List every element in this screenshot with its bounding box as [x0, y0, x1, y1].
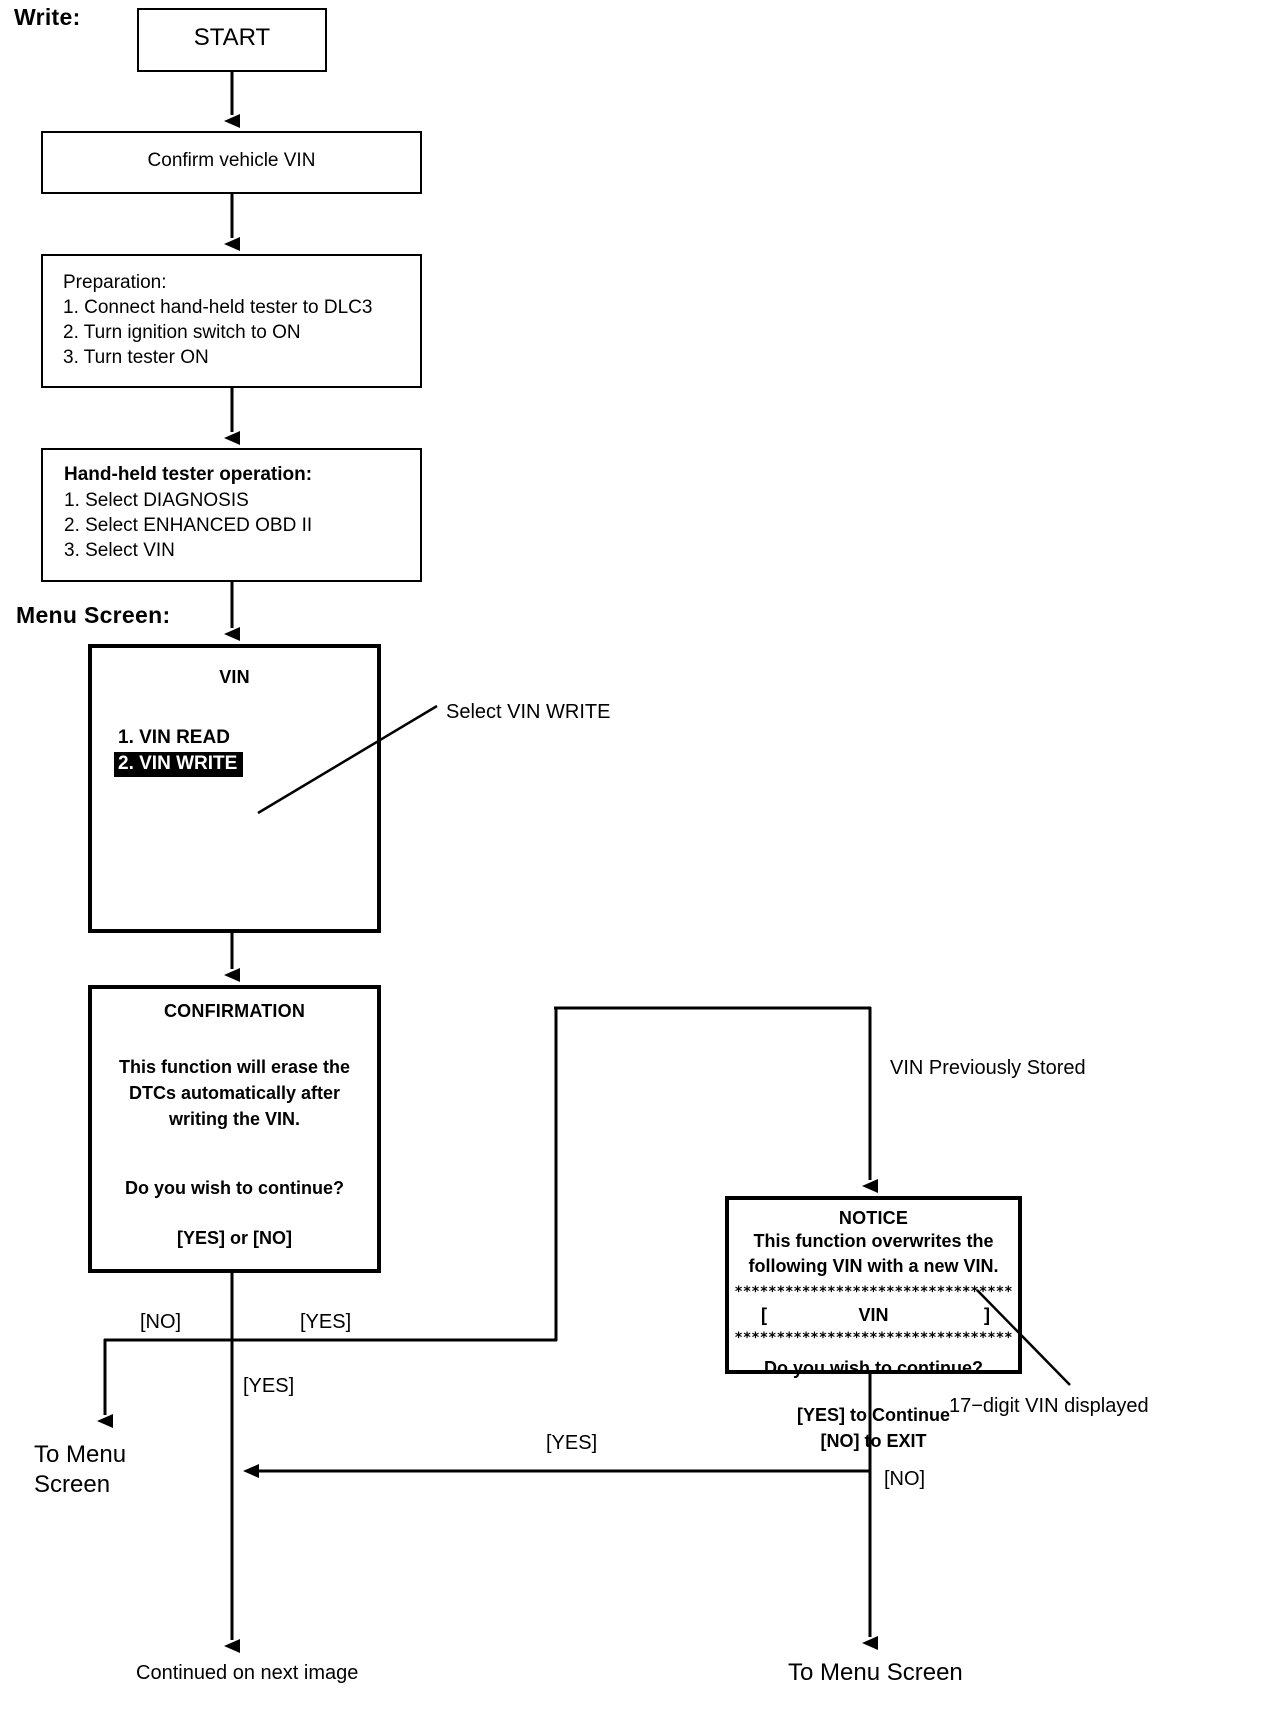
- node-tester-operation-step-3: 3. Select VIN: [64, 540, 175, 561]
- terminal-to-menu-screen-left: To Menu Screen: [34, 1441, 127, 1498]
- node-tester-operation-step-1: 1. Select DIAGNOSIS: [64, 490, 249, 511]
- flow-label-no-notice: [NO]: [884, 1468, 926, 1490]
- node-preparation: Preparation: 1. Connect hand-held tester…: [41, 254, 422, 388]
- screen-notice-vin-open-bracket: [: [761, 1305, 767, 1325]
- screen-notice-answer-yes[interactable]: [YES] to Continue: [797, 1405, 950, 1425]
- node-confirm-vehicle-vin: Confirm vehicle VIN: [41, 131, 422, 194]
- node-preparation-step-2: 2. Turn ignition switch to ON: [63, 322, 301, 343]
- terminal-to-menu-screen-right: To Menu Screen: [788, 1659, 963, 1686]
- screen-notice-line-2: following VIN with a new VIN.: [748, 1256, 999, 1276]
- menu-item-vin-write-wrapper[interactable]: 2. VIN WRITE: [114, 752, 244, 777]
- node-start: START: [137, 8, 327, 72]
- flow-label-yes-right: [YES]: [300, 1311, 352, 1333]
- screen-confirmation-title: CONFIRMATION: [163, 1001, 306, 1021]
- menu-item-vin-read[interactable]: 1. VIN READ: [118, 727, 230, 748]
- node-tester-operation-step-2: 2. Select ENHANCED OBD II: [64, 515, 313, 536]
- screen-confirmation-answers[interactable]: [YES] or [NO]: [177, 1228, 292, 1248]
- screen-confirmation-line-1: This function will erase the: [118, 1057, 351, 1077]
- node-tester-operation: Hand-held tester operation: 1. Select DI…: [41, 448, 422, 582]
- screen-notice-line-1: This function overwrites the: [753, 1231, 994, 1251]
- node-preparation-step-3: 3. Turn tester ON: [63, 347, 209, 368]
- screen-vin-menu-title: VIN: [219, 667, 250, 687]
- flow-label-yes-return: [YES]: [546, 1432, 598, 1454]
- node-confirm-vehicle-vin-label: Confirm vehicle VIN: [147, 150, 316, 171]
- node-start-label: START: [193, 24, 271, 51]
- screen-notice-vin-placeholder: VIN: [858, 1305, 889, 1325]
- flow-label-yes-down: [YES]: [243, 1375, 295, 1397]
- screen-confirmation-question: Do you wish to continue?: [125, 1178, 344, 1198]
- menu-item-vin-write[interactable]: 2. VIN WRITE: [114, 752, 244, 777]
- write-section-label: Write:: [14, 4, 81, 30]
- screen-confirmation[interactable]: CONFIRMATION This function will erase th…: [88, 985, 381, 1273]
- node-preparation-step-1: 1. Connect hand-held tester to DLC3: [63, 297, 373, 318]
- screen-notice-answer-no[interactable]: [NO] to EXIT: [820, 1431, 927, 1451]
- node-preparation-heading: Preparation:: [63, 272, 167, 293]
- annotation-17-digit-vin: 17−digit VIN displayed: [949, 1395, 1149, 1417]
- terminal-continued-next-image: Continued on next image: [136, 1662, 359, 1684]
- screen-notice-title: NOTICE: [838, 1208, 909, 1228]
- node-tester-operation-heading: Hand-held tester operation:: [64, 464, 313, 485]
- screen-vin-menu[interactable]: VIN 1. VIN READ 2. VIN WRITE: [88, 644, 381, 933]
- screen-notice-question: Do you wish to continue?: [764, 1358, 983, 1378]
- flow-label-no-left: [NO]: [140, 1311, 182, 1333]
- annotation-vin-previously-stored: VIN Previously Stored: [890, 1057, 1086, 1079]
- screen-notice[interactable]: NOTICE This function overwrites the foll…: [725, 1196, 1022, 1451]
- screen-confirmation-line-3: writing the VIN.: [168, 1109, 300, 1129]
- screen-notice-vin-close-bracket: ]: [984, 1305, 990, 1325]
- screen-notice-star-line-bottom: *********************************: [734, 1330, 1013, 1346]
- annotation-select-vin-write: Select VIN WRITE: [446, 701, 611, 723]
- screen-notice-star-line-top: *********************************: [734, 1284, 1013, 1300]
- screen-confirmation-line-2: DTCs automatically after: [128, 1083, 341, 1103]
- menu-screen-section-label: Menu Screen:: [16, 602, 171, 628]
